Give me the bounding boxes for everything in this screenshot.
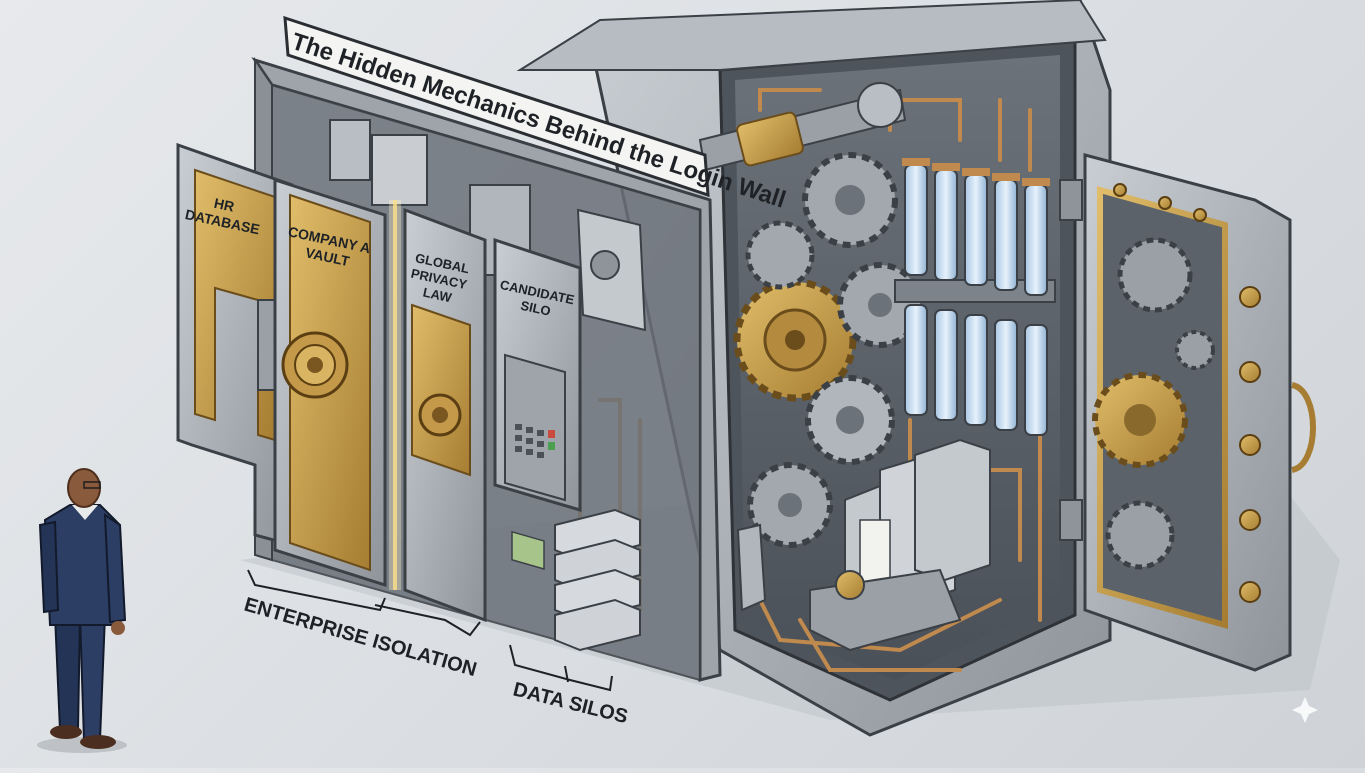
gear-icon bbox=[805, 375, 895, 465]
vault-dial-icon bbox=[281, 331, 349, 399]
inner-devices bbox=[329, 119, 647, 332]
brass-gear-icon bbox=[1092, 372, 1188, 468]
sparkle-icon bbox=[1292, 697, 1318, 723]
lock-dial-icon bbox=[418, 393, 462, 437]
gear-icon bbox=[1105, 500, 1175, 570]
gear-icon bbox=[747, 462, 833, 548]
gear-icon bbox=[745, 220, 815, 290]
hr-label-line1: HR bbox=[213, 195, 236, 215]
data-silos-label: DATA SILOS bbox=[511, 679, 630, 729]
gear-icon bbox=[1175, 330, 1215, 370]
vault-door bbox=[1059, 153, 1316, 672]
privacy-label-line3: LAW bbox=[422, 285, 454, 306]
businessman-figure bbox=[37, 468, 127, 753]
gear-icon bbox=[802, 152, 898, 248]
candidate-silo-panel bbox=[493, 237, 582, 570]
cylinder-rack bbox=[894, 158, 1056, 436]
silo-label-line2: SILO bbox=[519, 298, 552, 319]
global-privacy-law-panel bbox=[403, 207, 487, 623]
gear-cluster bbox=[733, 152, 923, 548]
server-stack bbox=[809, 438, 991, 652]
company-vault-panel bbox=[273, 177, 387, 588]
gear-icon bbox=[1117, 237, 1193, 313]
data-silo-stack bbox=[554, 508, 767, 652]
keypad-icon bbox=[504, 353, 566, 570]
